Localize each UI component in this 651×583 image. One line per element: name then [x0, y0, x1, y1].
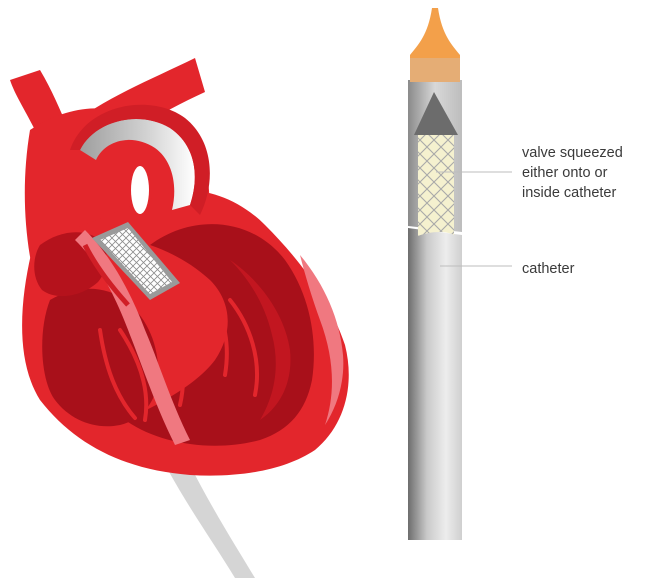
valve-label-line-2: either onto or: [522, 163, 623, 183]
catheter-body: [408, 228, 462, 540]
heart-catheter-tube: [168, 465, 255, 578]
valve-label-line-3: inside catheter: [522, 183, 623, 203]
catheter-icon: [408, 8, 462, 540]
heart-cross-section-icon: [10, 58, 349, 578]
aorta-opening: [131, 166, 149, 214]
catheter-label: catheter: [522, 259, 574, 279]
valve-mesh: [418, 135, 454, 236]
catheter-tip-band: [410, 58, 460, 82]
valve-label-line-1: valve squeezed: [522, 143, 623, 163]
valve-label: valve squeezed either onto or inside cat…: [522, 143, 623, 203]
